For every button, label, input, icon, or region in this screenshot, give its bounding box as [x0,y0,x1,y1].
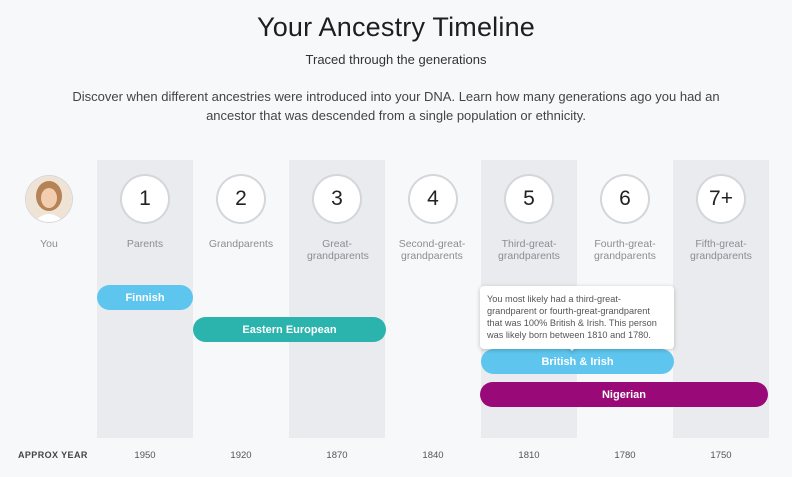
generation-circle-7: 7+ [698,176,744,222]
year-1: 1950 [134,450,156,461]
ancestry-tooltip: You most likely had a third-great-grandp… [480,286,674,349]
generation-label-7: Fifth-great-grandparents [690,238,752,262]
generation-circle-5: 5 [506,176,552,222]
page-subtitle: Traced through the generations [305,52,487,67]
page-description: Discover when different ancestries were … [72,89,720,123]
ancestry-bar-nigerian[interactable]: Nigerian [480,382,768,407]
ancestry-bar-british-irish[interactable]: British & Irish [481,349,674,374]
generation-circle-1: 1 [122,176,168,222]
year-3: 1870 [326,450,348,461]
year-4: 1840 [422,450,444,461]
generation-circle-6: 6 [602,176,648,222]
generation-label-6: Fourth-great-grandparents [594,238,656,262]
you-label: You [40,238,58,250]
generation-circle-4: 4 [410,176,456,222]
generation-circle-2: 2 [218,176,264,222]
generation-label-5: Third-great-grandparents [498,238,560,262]
generation-label-2: Grandparents [208,238,274,250]
ancestry-bar-eastern-european[interactable]: Eastern European [193,317,386,342]
generation-label-4: Second-great-grandparents [398,238,466,262]
ancestry-bar-finnish[interactable]: Finnish [97,285,193,310]
year-5: 1810 [518,450,540,461]
generation-label-3: Great-grandparents [307,238,369,262]
generation-label-1: Parents [126,238,164,250]
generation-circle-3: 3 [314,176,360,222]
approx-year-label: APPROX YEAR [18,450,88,460]
year-2: 1920 [230,450,252,461]
year-6: 1780 [614,450,636,461]
user-avatar-icon [26,176,72,222]
year-7: 1750 [710,450,732,461]
page-title: Your Ancestry Timeline [256,12,536,42]
